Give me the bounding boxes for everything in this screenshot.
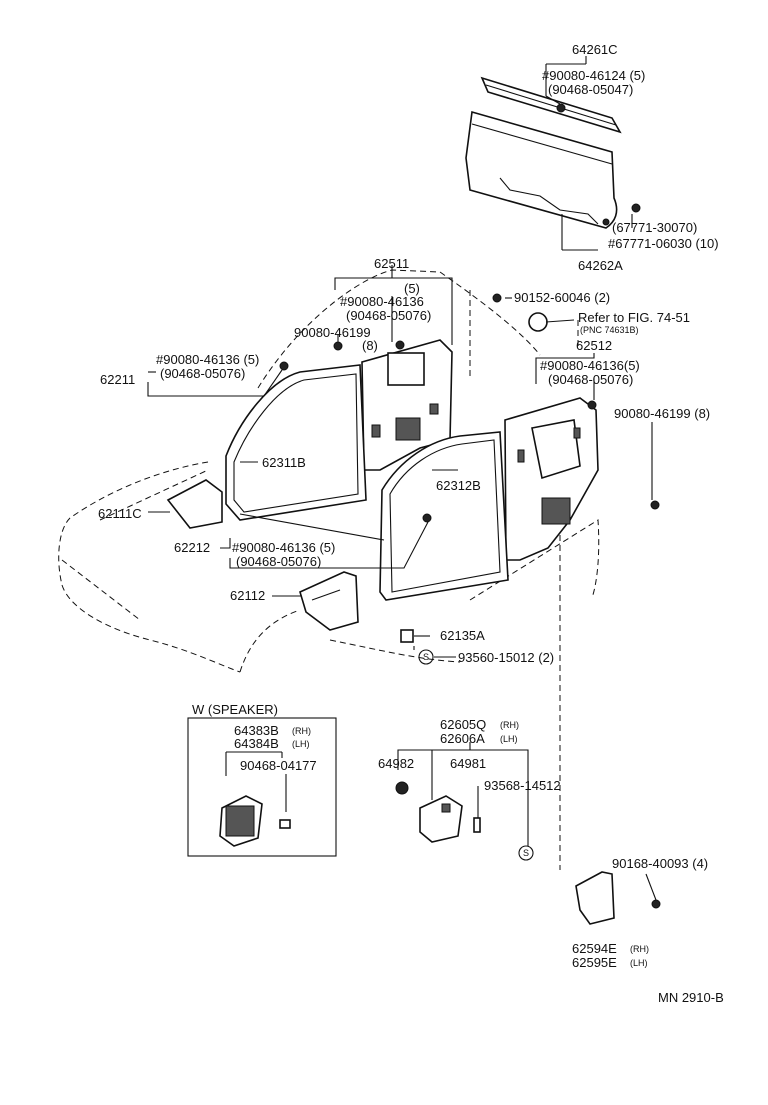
clip-64982 [395,781,409,795]
label-pnc: (PNC 74631B) [580,325,639,335]
vehicle-body-outline [58,269,600,870]
cover-assembly-62605q [395,742,529,846]
vent-62511 [395,417,421,441]
speaker-inset-box [187,717,337,857]
label-64262a: 64262A [578,258,623,273]
label-62212: 62212 [174,540,210,555]
cover-64981 [419,795,463,843]
label-90080-46136-d: #90080-46136 (5) [232,540,335,555]
label-62311b: 62311B [262,455,306,470]
label-90080-46136-c: #90080-46136 (5) [156,352,259,367]
quarter-window-62512 [531,419,581,480]
label-w-speaker: W (SPEAKER) [192,702,278,717]
label-90080-46199-a: 90080-46199 [294,325,371,340]
label-62594e: 62594E [572,941,617,956]
label-62312b: 62312B [436,478,481,493]
label-67771-30070: (67771-30070) [612,220,697,235]
label-62605q-rh: (RH) [500,720,519,730]
label-90468-05076-a: (90468-05076) [346,308,431,323]
kick-panel-62112 [299,571,359,631]
label-64384b: 64384B [234,736,279,751]
label-s-marker-1: S [423,652,429,662]
label-62111c: 62111C [98,506,142,521]
label-67771-06030: #67771-06030 (10) [608,236,719,251]
label-62606a-lh: (LH) [500,734,518,744]
label-s-marker-2: S [523,848,529,858]
label-62595e: 62595E [572,955,617,970]
label-90168-40093: 90168-40093 (4) [612,856,708,871]
label-diagram-code: MN 2910-B [658,990,724,1005]
label-90468-05076-d: (90468-05076) [236,554,321,569]
weatherstrip-62311b [225,364,367,521]
label-64383b-rh: (RH) [292,726,311,736]
label-64261c: 64261C [572,42,618,57]
lower-cover-62594e [575,871,661,925]
screw-90152 [492,293,502,303]
part-74631b [528,312,548,332]
label-62605q: 62605Q [440,717,486,732]
label-62606a: 62606A [440,731,485,746]
clip-90080-46199 [650,500,660,510]
label-62511-qty8: (8) [362,338,378,353]
rocker-trim-62212 [239,513,385,541]
label-62211: 62211 [100,372,135,387]
label-90152-60046: 90152-60046 (2) [514,290,610,305]
clip-90080-46136-a [279,361,289,371]
s-marker-2 [518,845,534,861]
label-62594e-rh: (RH) [630,944,649,954]
vent-62512 [541,497,571,525]
label-64982: 64982 [378,756,414,771]
label-64981: 64981 [450,756,486,771]
label-64383b: 64383B [234,723,279,738]
label-90468-05076-b: (90468-05076) [548,372,633,387]
fasteners [279,293,660,643]
label-90468-05047: (90468-05047) [548,82,633,97]
label-refer-fig: Refer to FIG. 74-51 [578,310,690,325]
label-90080-46136-b: #90080-46136(5) [540,358,640,373]
center-pillar-62511 [361,339,453,471]
screw-90168 [651,899,661,909]
label-62512: 62512 [576,338,612,353]
upper-trim-panel-64262a [465,76,641,229]
label-90468-04177: 90468-04177 [240,758,317,773]
weatherstrip-62312b [379,431,509,601]
clip-67771 [631,203,641,213]
leader-lines [147,56,653,658]
label-62135a: 62135A [440,628,485,643]
label-62595e-lh: (LH) [630,958,648,968]
label-90080-46124: #90080-46124 (5) [542,68,645,83]
label-62511: 62511 [374,256,409,271]
cowl-side-trim-62111c [166,479,223,529]
label-90080-46199-b: 90080-46199 (8) [614,406,710,421]
bracket-62135a [400,629,414,643]
label-90080-46136-a: #90080-46136 [340,294,424,309]
label-90468-05076-c: (90468-05076) [160,366,245,381]
label-93568-14512: 93568-14512 [484,778,561,793]
part-labels: 64261C #90080-46124 (5) (90468-05047) (6… [98,42,724,1005]
label-93560-15012: 93560-15012 (2) [458,650,554,665]
s-marker-1 [418,649,434,665]
label-64384b-lh: (LH) [292,739,310,749]
label-62511-qty: (5) [404,281,420,296]
label-62112: 62112 [230,588,265,603]
quarter-trim-62512 [504,397,599,561]
